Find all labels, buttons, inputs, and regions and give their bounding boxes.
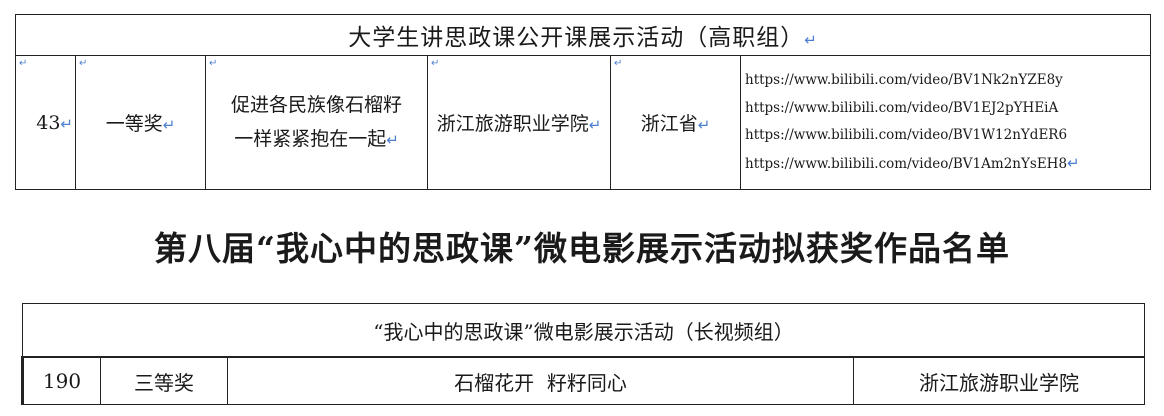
cell-marker: ↵ <box>79 58 88 69</box>
table-title: 大学生讲思政课公开课展示活动（高职组） <box>348 25 805 51</box>
number-cell: ↵ 43↵ <box>15 55 76 190</box>
page-title: 第八届“我心中的思政课”微电影展示活动拟获奖作品名单 <box>154 229 1010 268</box>
return-mark: ↵ <box>804 31 818 49</box>
return-mark: ↵ <box>60 114 73 133</box>
video-link-4[interactable]: https://www.bilibili.com/video/BV1Am2nYs… <box>745 155 1068 172</box>
school-cell: ↵ 浙江旅游职业学院↵ <box>427 55 611 190</box>
work-title-line1: 促进各民族像石榴籽 <box>230 94 402 116</box>
award-table-public-lecture: 大学生讲思政课公开课展示活动（高职组）↵ ↵ 43↵ ↵ 一等奖↵ ↵ 促进各民… <box>14 14 1152 190</box>
table-row: 190 三等奖 石榴花开 籽籽同心 浙江旅游职业学院 <box>21 356 1146 405</box>
work-title-line2: 一样紧紧抱在一起 <box>234 128 387 150</box>
table-title: “我心中的思政课”微电影展示活动（长视频组） <box>373 319 794 344</box>
school-cell: 浙江旅游职业学院 <box>852 356 1146 405</box>
cell-marker: ↵ <box>431 58 440 69</box>
province-cell: ↵ 浙江省↵ <box>610 55 741 190</box>
province-name: 浙江省 <box>640 113 698 135</box>
table-title-cell: “我心中的思政课”微电影展示活动（长视频组） <box>21 303 1146 358</box>
return-mark: ↵ <box>1067 153 1080 172</box>
school-name: 浙江旅游职业学院 <box>436 113 589 135</box>
video-link-2[interactable]: https://www.bilibili.com/video/BV1EJ2pYH… <box>745 99 1059 116</box>
links-cell: https://www.bilibili.com/video/BV1Nk2nYZ… <box>739 55 1152 190</box>
award-cell: 三等奖 <box>100 356 228 405</box>
return-mark: ↵ <box>386 131 399 149</box>
entry-number: 190 <box>42 369 82 393</box>
cell-marker: ↵ <box>209 58 218 69</box>
cell-marker: ↵ <box>614 58 623 69</box>
work-title: 石榴花开 籽籽同心 <box>454 370 627 395</box>
return-mark: ↵ <box>697 116 711 134</box>
return-mark: ↵ <box>162 116 176 134</box>
table-title-cell: 大学生讲思政课公开课展示活动（高职组）↵ <box>14 14 1152 56</box>
cell-marker: ↵ <box>19 58 28 69</box>
entry-number: 43 <box>36 111 61 134</box>
table-row: ↵ 43↵ ↵ 一等奖↵ ↵ 促进各民族像石榴籽 一样紧紧抱在一起↵ ↵ 浙江旅… <box>15 55 1152 190</box>
award-level: 一等奖 <box>105 113 163 135</box>
award-cell: ↵ 一等奖↵ <box>75 55 206 190</box>
video-link-1[interactable]: https://www.bilibili.com/video/BV1Nk2nYZ… <box>745 72 1063 88</box>
award-table-micro-film: “我心中的思政课”微电影展示活动（长视频组） 190 三等奖 石榴花开 籽籽同心… <box>21 303 1146 405</box>
award-level: 三等奖 <box>134 370 194 395</box>
video-link-3[interactable]: https://www.bilibili.com/video/BV1W12nYd… <box>745 127 1068 143</box>
work-title-cell: 石榴花开 籽籽同心 <box>227 356 854 405</box>
return-mark: ↵ <box>588 116 602 134</box>
school-name: 浙江旅游职业学院 <box>919 370 1079 395</box>
work-title-cell: ↵ 促进各民族像石榴籽 一样紧紧抱在一起↵ <box>205 55 428 190</box>
number-cell: 190 <box>21 356 101 405</box>
